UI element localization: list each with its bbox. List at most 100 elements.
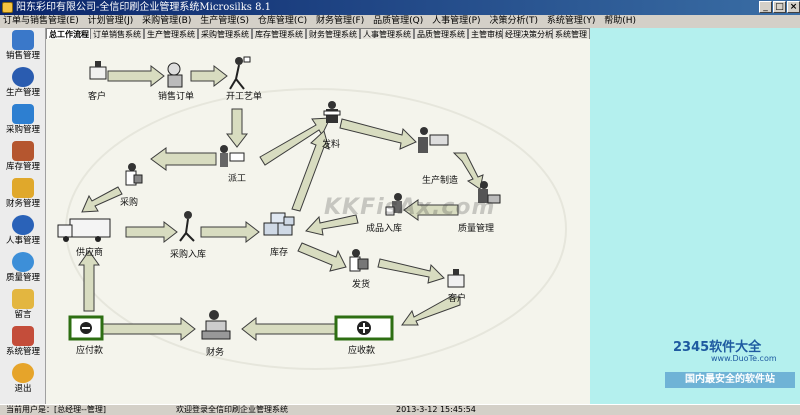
warehouse-icon xyxy=(12,141,34,161)
status-welcome: 欢迎登录全信印刷企业管理系统 xyxy=(176,405,288,414)
tab-overall-workflow[interactable]: 总工作流程 xyxy=(46,28,92,39)
label-customer-bottom: 客户 xyxy=(448,294,467,304)
sales-order-icon[interactable] xyxy=(167,62,183,88)
app-icon xyxy=(2,2,13,13)
label-receivable: 应收款 xyxy=(348,346,376,356)
label-purchase: 采购 xyxy=(120,198,139,208)
customer-bottom-icon[interactable] xyxy=(447,269,465,288)
craft-order-icon[interactable] xyxy=(229,56,251,90)
tab-finance[interactable]: 财务管理系统 xyxy=(306,28,360,39)
sidebar-item-label: 留言 xyxy=(14,310,32,320)
sidebar-item-inventory[interactable]: 库存管理 xyxy=(0,139,46,177)
menu-warehouse[interactable]: 仓库管理(C) xyxy=(257,16,308,26)
tab-order-sales[interactable]: 订单销售系统 xyxy=(90,28,144,39)
sidebar-item-label: 退出 xyxy=(14,384,32,394)
message-icon xyxy=(12,289,34,309)
finished-goods-icon[interactable] xyxy=(385,193,402,216)
tab-production[interactable]: 生产管理系统 xyxy=(144,28,198,39)
site-url: www.DuoTe.com xyxy=(711,354,777,363)
cart-icon xyxy=(12,104,34,124)
receivable-box[interactable] xyxy=(334,315,394,341)
workflow-diagram xyxy=(57,56,567,370)
sidebar-item-system[interactable]: 系统管理 xyxy=(0,324,46,362)
sidebar-item-sales[interactable]: 销售管理 xyxy=(0,28,46,66)
window-title: 阳东彩印有限公司-全信印刷企业管理系统Microsilks 8.1 xyxy=(16,2,272,13)
quality-icon-figure[interactable] xyxy=(478,181,501,204)
arrow-finished-to-inventory xyxy=(305,214,359,236)
menu-decision[interactable]: 决策分析(T) xyxy=(489,16,538,26)
sidebar-item-finance[interactable]: 财务管理 xyxy=(0,176,46,214)
menu-quality[interactable]: 品质管理(Q) xyxy=(373,16,424,26)
arrow-dispatch-to-purchase xyxy=(150,147,217,171)
label-dispatch: 派工 xyxy=(228,174,247,184)
exit-icon xyxy=(12,363,34,383)
label-inventory: 库存 xyxy=(270,248,289,258)
finance-desk-icon[interactable] xyxy=(201,310,231,340)
menu-personnel[interactable]: 人事管理(P) xyxy=(432,16,481,26)
label-customer-top: 客户 xyxy=(88,92,107,102)
minimize-button[interactable]: _ xyxy=(759,1,772,13)
customer-top-icon[interactable] xyxy=(89,61,107,80)
sidebar-item-production[interactable]: 生产管理 xyxy=(0,65,46,103)
arrow-shipping-to-customer xyxy=(377,258,445,284)
site-slogan: 国内最安全的软件站 xyxy=(665,372,795,388)
tab-quality[interactable]: 品质管理系统 xyxy=(414,28,468,39)
sidebar-item-label: 财务管理 xyxy=(5,199,40,209)
label-purchase-in: 采购入库 xyxy=(170,250,207,260)
dispatch-icon[interactable] xyxy=(220,145,245,167)
title-bar: 阳东彩印有限公司-全信印刷企业管理系统Microsilks 8.1 _ □ × xyxy=(0,0,800,15)
arrow-quality-to-finished xyxy=(403,199,459,221)
sidebar-item-purchasing[interactable]: 采购管理 xyxy=(0,102,46,140)
label-craft-order: 开工艺单 xyxy=(226,92,263,102)
tab-system[interactable]: 系统管理 xyxy=(552,28,590,39)
status-user: 当前用户是：[总经理--管理] xyxy=(6,405,107,414)
label-payable: 应付款 xyxy=(76,346,104,356)
close-button[interactable]: × xyxy=(787,1,800,13)
sidebar-item-message[interactable]: 留言 xyxy=(0,287,46,325)
arrow-purchase-in-to-inventory xyxy=(200,220,260,244)
label-finance: 财务 xyxy=(206,348,225,358)
menu-help[interactable]: 帮助(H) xyxy=(604,16,637,26)
arrow-order-to-craft xyxy=(190,64,228,88)
sidebar-item-personnel[interactable]: 人事管理 xyxy=(0,213,46,251)
tab-inventory[interactable]: 库存管理系统 xyxy=(252,28,306,39)
shipping-icon[interactable] xyxy=(349,249,369,272)
arrow-inventory-to-shipping xyxy=(297,242,347,272)
arrow-payable-to-supplier xyxy=(78,250,100,312)
menu-purchasing[interactable]: 采购管理(B) xyxy=(142,16,192,26)
issue-material-icon[interactable] xyxy=(323,101,341,123)
workflow-canvas: KKFisAx.com 客户 销售订单 开工艺单 派工 发料 生产制造 质量管理… xyxy=(46,39,590,404)
arrow-dispatch-to-issue xyxy=(259,117,331,166)
maximize-button[interactable]: □ xyxy=(773,1,786,13)
purchase-in-icon[interactable] xyxy=(179,211,195,242)
payable-box[interactable] xyxy=(68,315,104,341)
finance-icon xyxy=(12,178,34,198)
purchase-icon[interactable] xyxy=(125,163,143,186)
sidebar-item-exit[interactable]: 退出 xyxy=(0,361,46,399)
production-icon xyxy=(12,67,34,87)
production-icon-figure[interactable] xyxy=(418,127,449,153)
supplier-truck-icon[interactable] xyxy=(57,218,111,242)
sidebar-item-label: 销售管理 xyxy=(5,51,40,61)
inventory-boxes-icon[interactable] xyxy=(263,212,295,236)
site-logo: 2345软件大全 xyxy=(673,340,762,355)
sidebar-item-label: 人事管理 xyxy=(5,236,40,246)
label-finished-in: 成品入库 xyxy=(366,224,403,234)
sidebar-item-quality[interactable]: 质量管理 xyxy=(0,250,46,288)
menu-production[interactable]: 生产管理(S) xyxy=(200,16,249,26)
menu-finance[interactable]: 财务管理(F) xyxy=(316,16,365,26)
menu-system[interactable]: 系统管理(Y) xyxy=(546,16,596,26)
tab-supervisor-review[interactable]: 主管审核 xyxy=(468,28,506,39)
personnel-icon xyxy=(12,215,34,235)
arrow-supplier-to-purchase-in xyxy=(125,220,178,244)
quality-icon xyxy=(12,252,34,272)
system-icon xyxy=(12,326,34,346)
arrow-craft-to-dispatch xyxy=(225,108,249,148)
tab-personnel[interactable]: 人事管理系统 xyxy=(360,28,414,39)
status-bar: 当前用户是：[总经理--管理] 欢迎登录全信印刷企业管理系统 2013-3-12… xyxy=(0,404,800,415)
tab-purchasing[interactable]: 采购管理系统 xyxy=(198,28,252,39)
menu-orders-sales[interactable]: 订单与销售管理(E) xyxy=(3,16,79,26)
tab-manager-decision[interactable]: 经理决策分析 xyxy=(502,28,556,39)
sidebar-item-label: 采购管理 xyxy=(5,125,40,135)
menu-planning[interactable]: 计划管理(J) xyxy=(87,16,134,26)
